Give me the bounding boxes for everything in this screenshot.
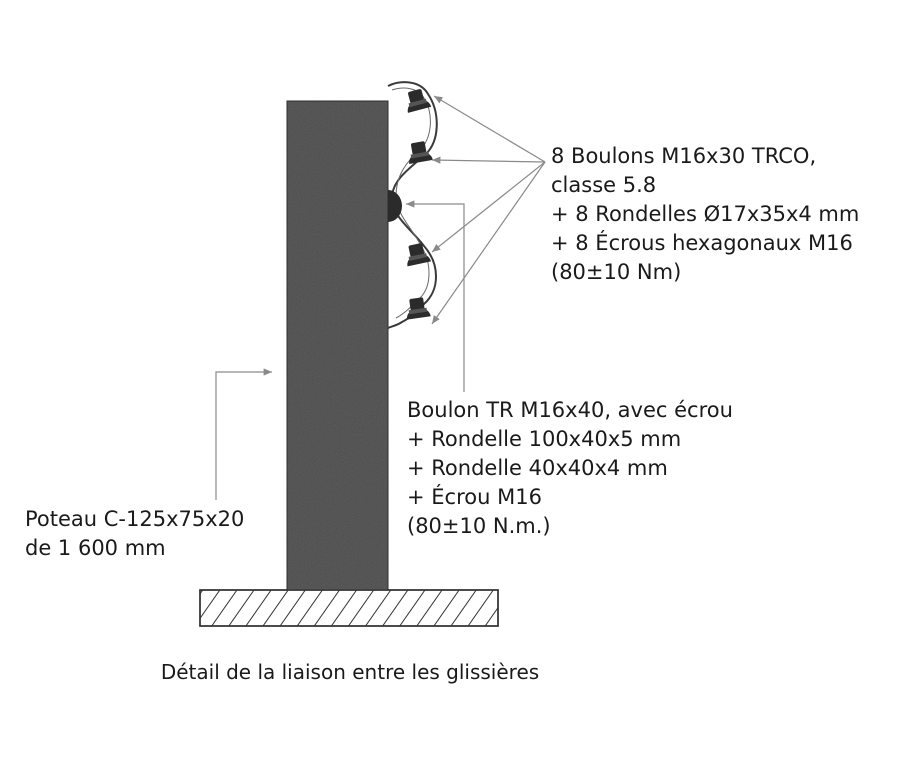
bolts-label-line-1: 8 Boulons M16x30 TRCO, xyxy=(551,144,817,168)
tr-bolt-label: Boulon TR M16x40, avec écrou + Rondelle … xyxy=(407,396,733,541)
bolt-2 xyxy=(409,141,433,164)
post-label-line-1: Poteau C-125x75x20 xyxy=(25,507,245,531)
tr-bolt-label-line-5: (80±10 N.m.) xyxy=(407,514,551,538)
base-plate xyxy=(199,589,499,627)
tr-bolt-label-line-4: + Écrou M16 xyxy=(407,485,542,509)
tr-bolt-leader-line xyxy=(406,200,465,392)
bolt-1 xyxy=(407,89,432,113)
post-label-line-2: de 1 600 mm xyxy=(25,536,166,560)
tr-bolt-label-line-2: + Rondelle 100x40x5 mm xyxy=(407,427,682,451)
tr-bolt-label-line-1: Boulon TR M16x40, avec écrou xyxy=(407,398,733,422)
bolt-4 xyxy=(406,297,431,320)
figure-caption: Détail de la liaison entre les glissière… xyxy=(160,660,540,684)
post xyxy=(286,100,389,591)
post-label: Poteau C-125x75x20 de 1 600 mm xyxy=(25,505,244,563)
bolts-label: 8 Boulons M16x30 TRCO, classe 5.8 + 8 Ro… xyxy=(551,142,859,287)
tr-bolt-label-line-3: + Rondelle 40x40x4 mm xyxy=(407,456,668,480)
bolts-label-line-5: (80±10 Nm) xyxy=(551,260,682,284)
guardrail-profile xyxy=(387,81,438,329)
tr-bolt xyxy=(388,190,402,222)
bolts-label-line-2: classe 5.8 xyxy=(551,173,657,197)
bolt-3 xyxy=(407,243,431,267)
bolts-label-line-4: + 8 Écrous hexagonaux M16 xyxy=(551,231,853,255)
bolts-label-line-3: + 8 Rondelles Ø17x35x4 mm xyxy=(551,202,860,226)
post-leader-line xyxy=(215,368,272,500)
bolts-leader-lines xyxy=(431,95,546,325)
